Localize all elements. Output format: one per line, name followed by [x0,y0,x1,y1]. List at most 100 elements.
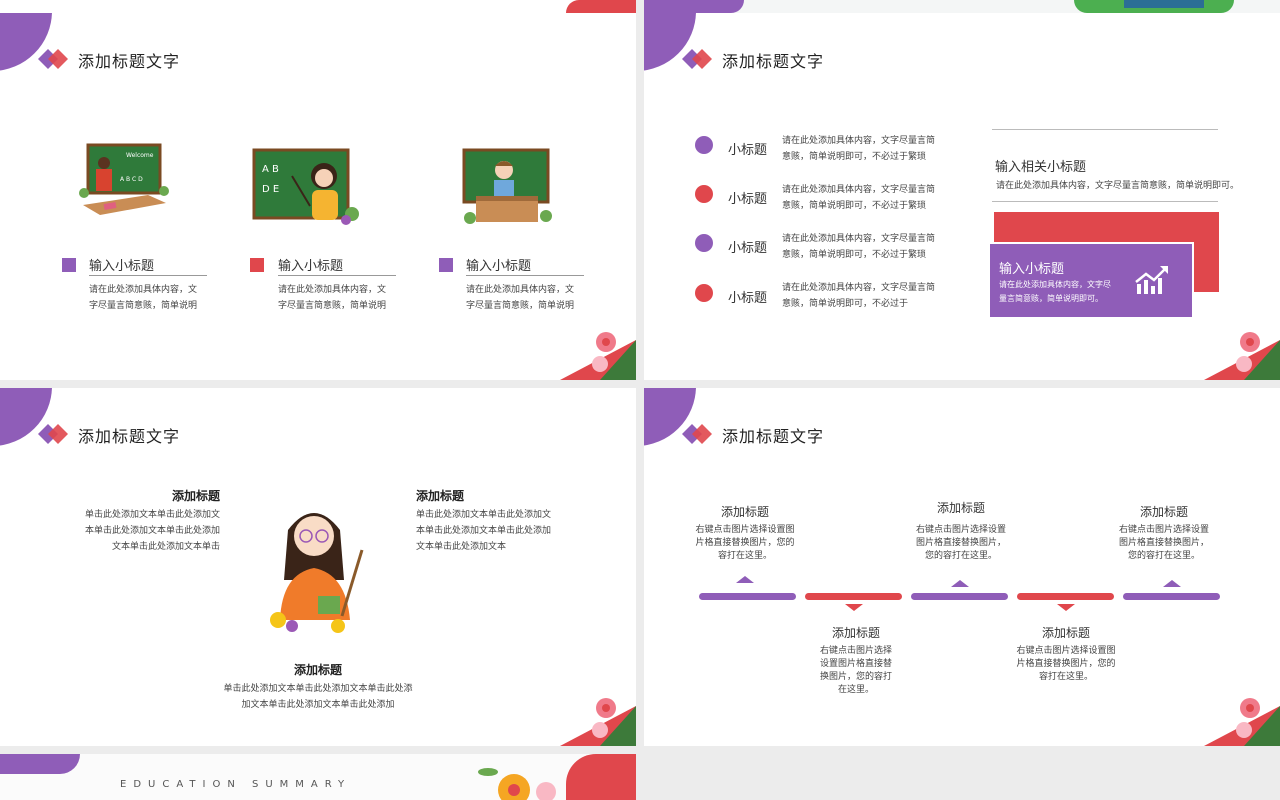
bottom-text-line: 单击此处添加文本单击此处添加文本单击此处添 [223,684,413,694]
slide-list-card[interactable]: 添加标题文字 小标题 请在此处添加具体内容，文字尽量言简 意赅，简单说明即可，不… [644,13,1280,380]
list-dot [695,234,713,252]
red-square-bullet [250,258,264,272]
card-desc: 量言简意赅，简单说明即可。 [999,294,1103,303]
timeline-heading: 添加标题 [1139,505,1188,519]
timeline-marker-down [845,604,863,611]
timeline-desc-line: 右键点击图片选择设置图 [1016,646,1116,656]
purple-square-bullet [439,258,453,272]
purple-corner-shape [644,0,744,13]
list-item-desc: 意赅，简单说明即可，不必过于繁琐 [782,201,927,211]
timeline-desc-line: 在这里。 [837,685,874,695]
red-corner-shape [566,0,636,13]
timeline-desc-line: 右键点击图片选择设置 [1118,525,1209,535]
divider-line [89,275,207,276]
column-desc-line: 请在此处添加具体内容，文 [89,285,198,295]
previous-slide-strip-right [644,0,1280,13]
column-desc-line: 请在此处添加具体内容，文 [278,285,387,295]
timeline-heading: 添加标题 [1041,626,1090,640]
purple-corner-shape [0,754,80,774]
board-illustration [1124,0,1204,8]
list-item-desc: 请在此处添加具体内容，文字尽量言简 [782,283,936,293]
right-text-line: 文本单击此处添加文本 [416,542,507,552]
timeline-marker-up [1163,580,1181,587]
timeline-segment [699,593,796,600]
timeline-heading: 添加标题 [720,505,769,519]
timeline-desc-line: 设置图片格直接替 [819,659,892,669]
timeline-desc-line: 容打在这里。 [1038,672,1093,682]
bottom-heading: 添加标题 [293,663,342,677]
info-card[interactable]: 输入小标题 请在此处添加具体内容，文字尽 量言简意赅，简单说明即可。 [988,242,1194,319]
timeline-marker-up [951,580,969,587]
tagline: EDUCATION SUMMARY [120,779,352,790]
timeline-desc-line: 您的容打在这里。 [924,551,997,561]
divider-line [278,275,396,276]
diamond-logo-icon [682,49,712,69]
list-item-desc: 意赅，简单说明即可，不必过于繁琐 [782,250,927,260]
timeline-segment [805,593,902,600]
red-corner-shape [566,754,636,800]
timeline-desc-line: 右键点击图片选择 [819,646,892,656]
list-item-label: 小标题 [728,192,768,207]
list-item-desc: 请在此处添加具体内容，文字尽量言简 [782,185,936,195]
list-dot [695,185,713,203]
teacher-illustration [270,513,364,633]
diamond-logo-icon [38,49,68,69]
timeline-desc-line: 换图片，您的容打 [819,672,892,682]
teacher-blackboard-illustration: Welcome A B C D [79,143,169,215]
column-desc-line: 请在此处添加具体内容，文 [466,285,575,295]
column-desc-line: 字尽量言简意赅，简单说明 [89,301,198,311]
slide-teacher-center[interactable]: 添加标题文字 添加标题 单击此处添加文本单击此处添加文 本单击此处添加文本单击此… [0,388,636,746]
right-text-line: 本单击此处添加文本单击此处添加 [416,526,552,536]
list-dot [695,284,713,302]
slide-three-columns[interactable]: 添加标题文字 Welcome A B C D A B D E 输入小标题 [0,13,636,380]
list-item-label: 小标题 [728,143,768,158]
flower-corner-decoration [560,698,636,746]
list-item-label: 小标题 [728,291,768,306]
timeline-desc-line: 图片格直接替换图片， [1118,538,1209,548]
flower-corner-decoration [560,332,636,380]
svg-text:Welcome: Welcome [126,152,154,159]
list-item-desc: 请在此处添加具体内容，文字尽量言简 [782,234,936,244]
timeline-desc-line: 您的容打在这里。 [1127,551,1200,561]
divider-line [992,129,1218,130]
right-text-line: 单击此处添加文本单击此处添加文 [416,510,552,520]
column-desc-line: 字尽量言简意赅，简单说明 [466,301,575,311]
timeline-desc-line: 右键点击图片选择设置图 [695,525,795,535]
student-desk-illustration [462,148,552,224]
teacher-pointer-illustration: A B D E [252,148,359,225]
list-item-label: 小标题 [728,241,768,256]
left-text-line: 本单击此处添加文本单击此处添加 [84,526,220,536]
card-title: 输入小标题 [999,262,1065,277]
timeline-desc-line: 右键点击图片选择设置 [915,525,1006,535]
divider-line [992,201,1218,202]
purple-square-bullet [62,258,76,272]
slide-title: 添加标题文字 [78,427,181,446]
column-subtitle: 输入小标题 [89,259,155,274]
svg-text:A B: A B [262,164,279,175]
slide-title: 添加标题文字 [722,427,825,446]
card-desc: 请在此处添加具体内容，文字尽 [999,280,1111,289]
left-text-line: 单击此处添加文本单击此处添加文 [84,510,220,520]
timeline-desc-line: 片格直接替换图片，您的 [1016,659,1116,669]
timeline-desc-line: 片格直接替换图片，您的 [695,538,795,548]
column-subtitle: 输入小标题 [466,259,532,274]
column-desc-line: 字尽量言简意赅，简单说明 [278,301,387,311]
timeline-segment [1123,593,1220,600]
flower-bouquet-illustration [478,768,556,800]
timeline-marker-down [1057,604,1075,611]
left-text-line: 文本单击此处添加文本单击 [111,542,220,552]
growth-chart-icon [1135,266,1168,294]
svg-text:A B C D: A B C D [120,176,143,183]
timeline-heading: 添加标题 [831,626,880,640]
divider-line [466,275,584,276]
right-heading: 添加标题 [416,489,465,503]
svg-text:D E: D E [262,184,279,195]
slide-summary-partial[interactable]: EDUCATION SUMMARY [0,754,636,800]
left-heading: 添加标题 [171,489,220,503]
right-heading: 输入相关小标题 [995,160,1087,175]
diamond-logo-icon [682,424,712,444]
list-item-desc: 意赅，简单说明即可，不必过于繁琐 [782,152,927,162]
slide-title: 添加标题文字 [722,52,825,71]
slide-timeline[interactable]: 添加标题文字 添加标题 右键点击图片选择设置图 片格直接替换图片，您的 容打在这… [644,388,1280,746]
column-subtitle: 输入小标题 [278,259,344,274]
